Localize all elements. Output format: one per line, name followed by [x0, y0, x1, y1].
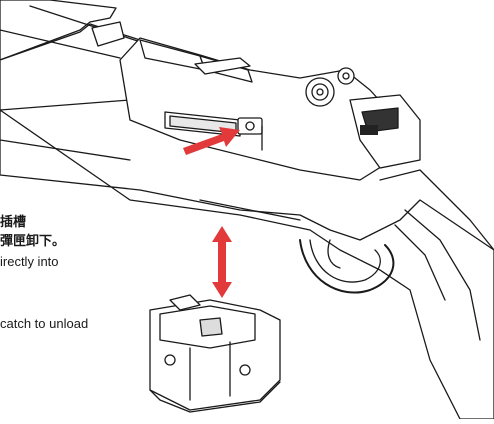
cn-label-line1: 插槽 — [0, 215, 27, 230]
insert-arrow-icon — [183, 127, 240, 155]
barrel-band — [91, 21, 125, 47]
magazine — [149, 294, 281, 413]
en-label-line1: irectly into — [0, 254, 59, 269]
en-label-line2: catch to unload — [0, 316, 89, 331]
up-down-arrow-icon — [212, 226, 232, 298]
cn-label-line2: 彈匣卸下。 — [0, 234, 66, 249]
stock — [0, 109, 494, 420]
trigger-guard — [299, 239, 395, 294]
